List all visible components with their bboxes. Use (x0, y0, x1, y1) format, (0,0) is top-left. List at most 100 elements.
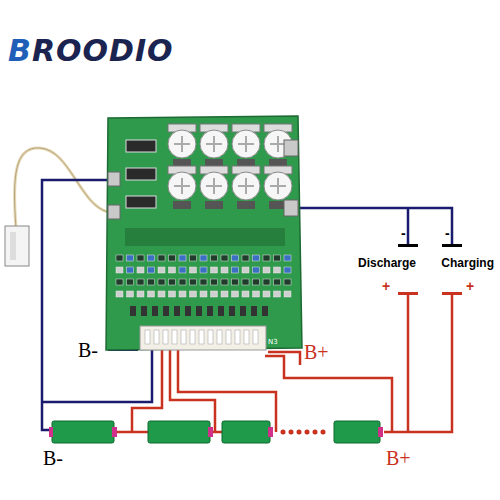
smd-part (148, 267, 155, 273)
terminal-sign: + (466, 279, 474, 293)
smd-part (130, 306, 136, 316)
knob (168, 172, 196, 200)
smd-part (251, 306, 257, 316)
cell (148, 421, 210, 443)
smd-part (274, 255, 281, 261)
smd-part (116, 255, 123, 261)
terminal-sign: - (445, 226, 450, 240)
smd-part (221, 267, 228, 273)
cell (222, 421, 270, 443)
smd-part (263, 255, 270, 261)
cell-terminal (49, 427, 53, 437)
smd-part (169, 255, 176, 261)
smd-part (242, 279, 249, 285)
smd-part (179, 291, 186, 297)
smd-part (274, 279, 281, 285)
unused (50, 350, 158, 400)
cell-link (213, 431, 222, 434)
charging-minus-terminal (442, 244, 462, 247)
smd-part (200, 255, 207, 261)
smd-part (253, 279, 260, 285)
terminal-sign: + (382, 279, 390, 293)
smd-part (174, 306, 180, 316)
smd-part (284, 255, 291, 261)
smd-part (127, 267, 134, 273)
cell (334, 421, 380, 443)
smd-part (169, 279, 176, 285)
smd-part (190, 267, 197, 273)
pcb-components (116, 124, 292, 316)
smd-part (137, 255, 144, 261)
smd-part (179, 267, 186, 273)
smd-part (179, 255, 186, 261)
probe-wire (15, 148, 108, 228)
smd-part (232, 291, 239, 297)
knob (232, 172, 260, 200)
knob (200, 172, 228, 200)
smd-part (240, 306, 246, 316)
smd-part (274, 291, 281, 297)
smd-part (127, 255, 134, 261)
smd-part (163, 306, 169, 316)
knob-mark (270, 178, 286, 194)
smd-part (284, 267, 291, 273)
smd-part (200, 291, 207, 297)
smd-part (221, 255, 228, 261)
smd-part (232, 267, 239, 273)
board-terminal (284, 140, 298, 156)
b-minus-wire (42, 180, 108, 430)
connector-pins (145, 330, 258, 344)
mosfet (237, 201, 255, 209)
cell (52, 421, 114, 443)
discharge-minus-terminal (398, 244, 418, 247)
connector-pin (181, 330, 186, 344)
probe-wire-edge (15, 148, 108, 228)
board-terminal (108, 172, 120, 186)
smd-part (284, 279, 291, 285)
connector-pin (253, 330, 258, 344)
smd-part (263, 267, 270, 273)
knob (168, 130, 196, 158)
knob-mark (206, 136, 222, 152)
smd-part (262, 306, 268, 316)
connector-pin (190, 330, 195, 344)
smd-part (242, 255, 249, 261)
connector-pin (208, 330, 213, 344)
smd-part (253, 291, 260, 297)
pcb-board (106, 116, 302, 350)
smd-part (190, 255, 197, 261)
balance-wire-3 (178, 350, 276, 432)
smd-part (221, 279, 228, 285)
connector-pin (145, 330, 150, 344)
smd-part (126, 140, 156, 152)
smd-part (141, 306, 147, 316)
smd-part (242, 267, 249, 273)
smd-part (263, 279, 270, 285)
smd-part (263, 291, 270, 297)
knob-mark (174, 136, 190, 152)
wire-label: B- (78, 340, 98, 360)
smd-part (185, 306, 191, 316)
knob (200, 130, 228, 158)
smd-part (126, 168, 156, 180)
smd-part (148, 279, 155, 285)
smd-part (137, 279, 144, 285)
connector-pin (226, 330, 231, 344)
connector-pin (154, 330, 159, 344)
brand-logo: BROODIO (8, 36, 174, 66)
knob (264, 172, 292, 200)
terminal-label: Discharge (356, 256, 418, 270)
smd-part (158, 291, 165, 297)
smd-part (242, 291, 249, 297)
smd-part (158, 279, 165, 285)
knob (232, 130, 260, 158)
battery-cells (49, 421, 383, 443)
smd-part (232, 255, 239, 261)
smd-part (152, 306, 158, 316)
board-terminal (108, 205, 120, 219)
silkscreen-text: N3 (268, 339, 278, 346)
cell-link (117, 431, 148, 434)
pcb-trace-area (125, 228, 285, 246)
smd-part (126, 196, 156, 208)
